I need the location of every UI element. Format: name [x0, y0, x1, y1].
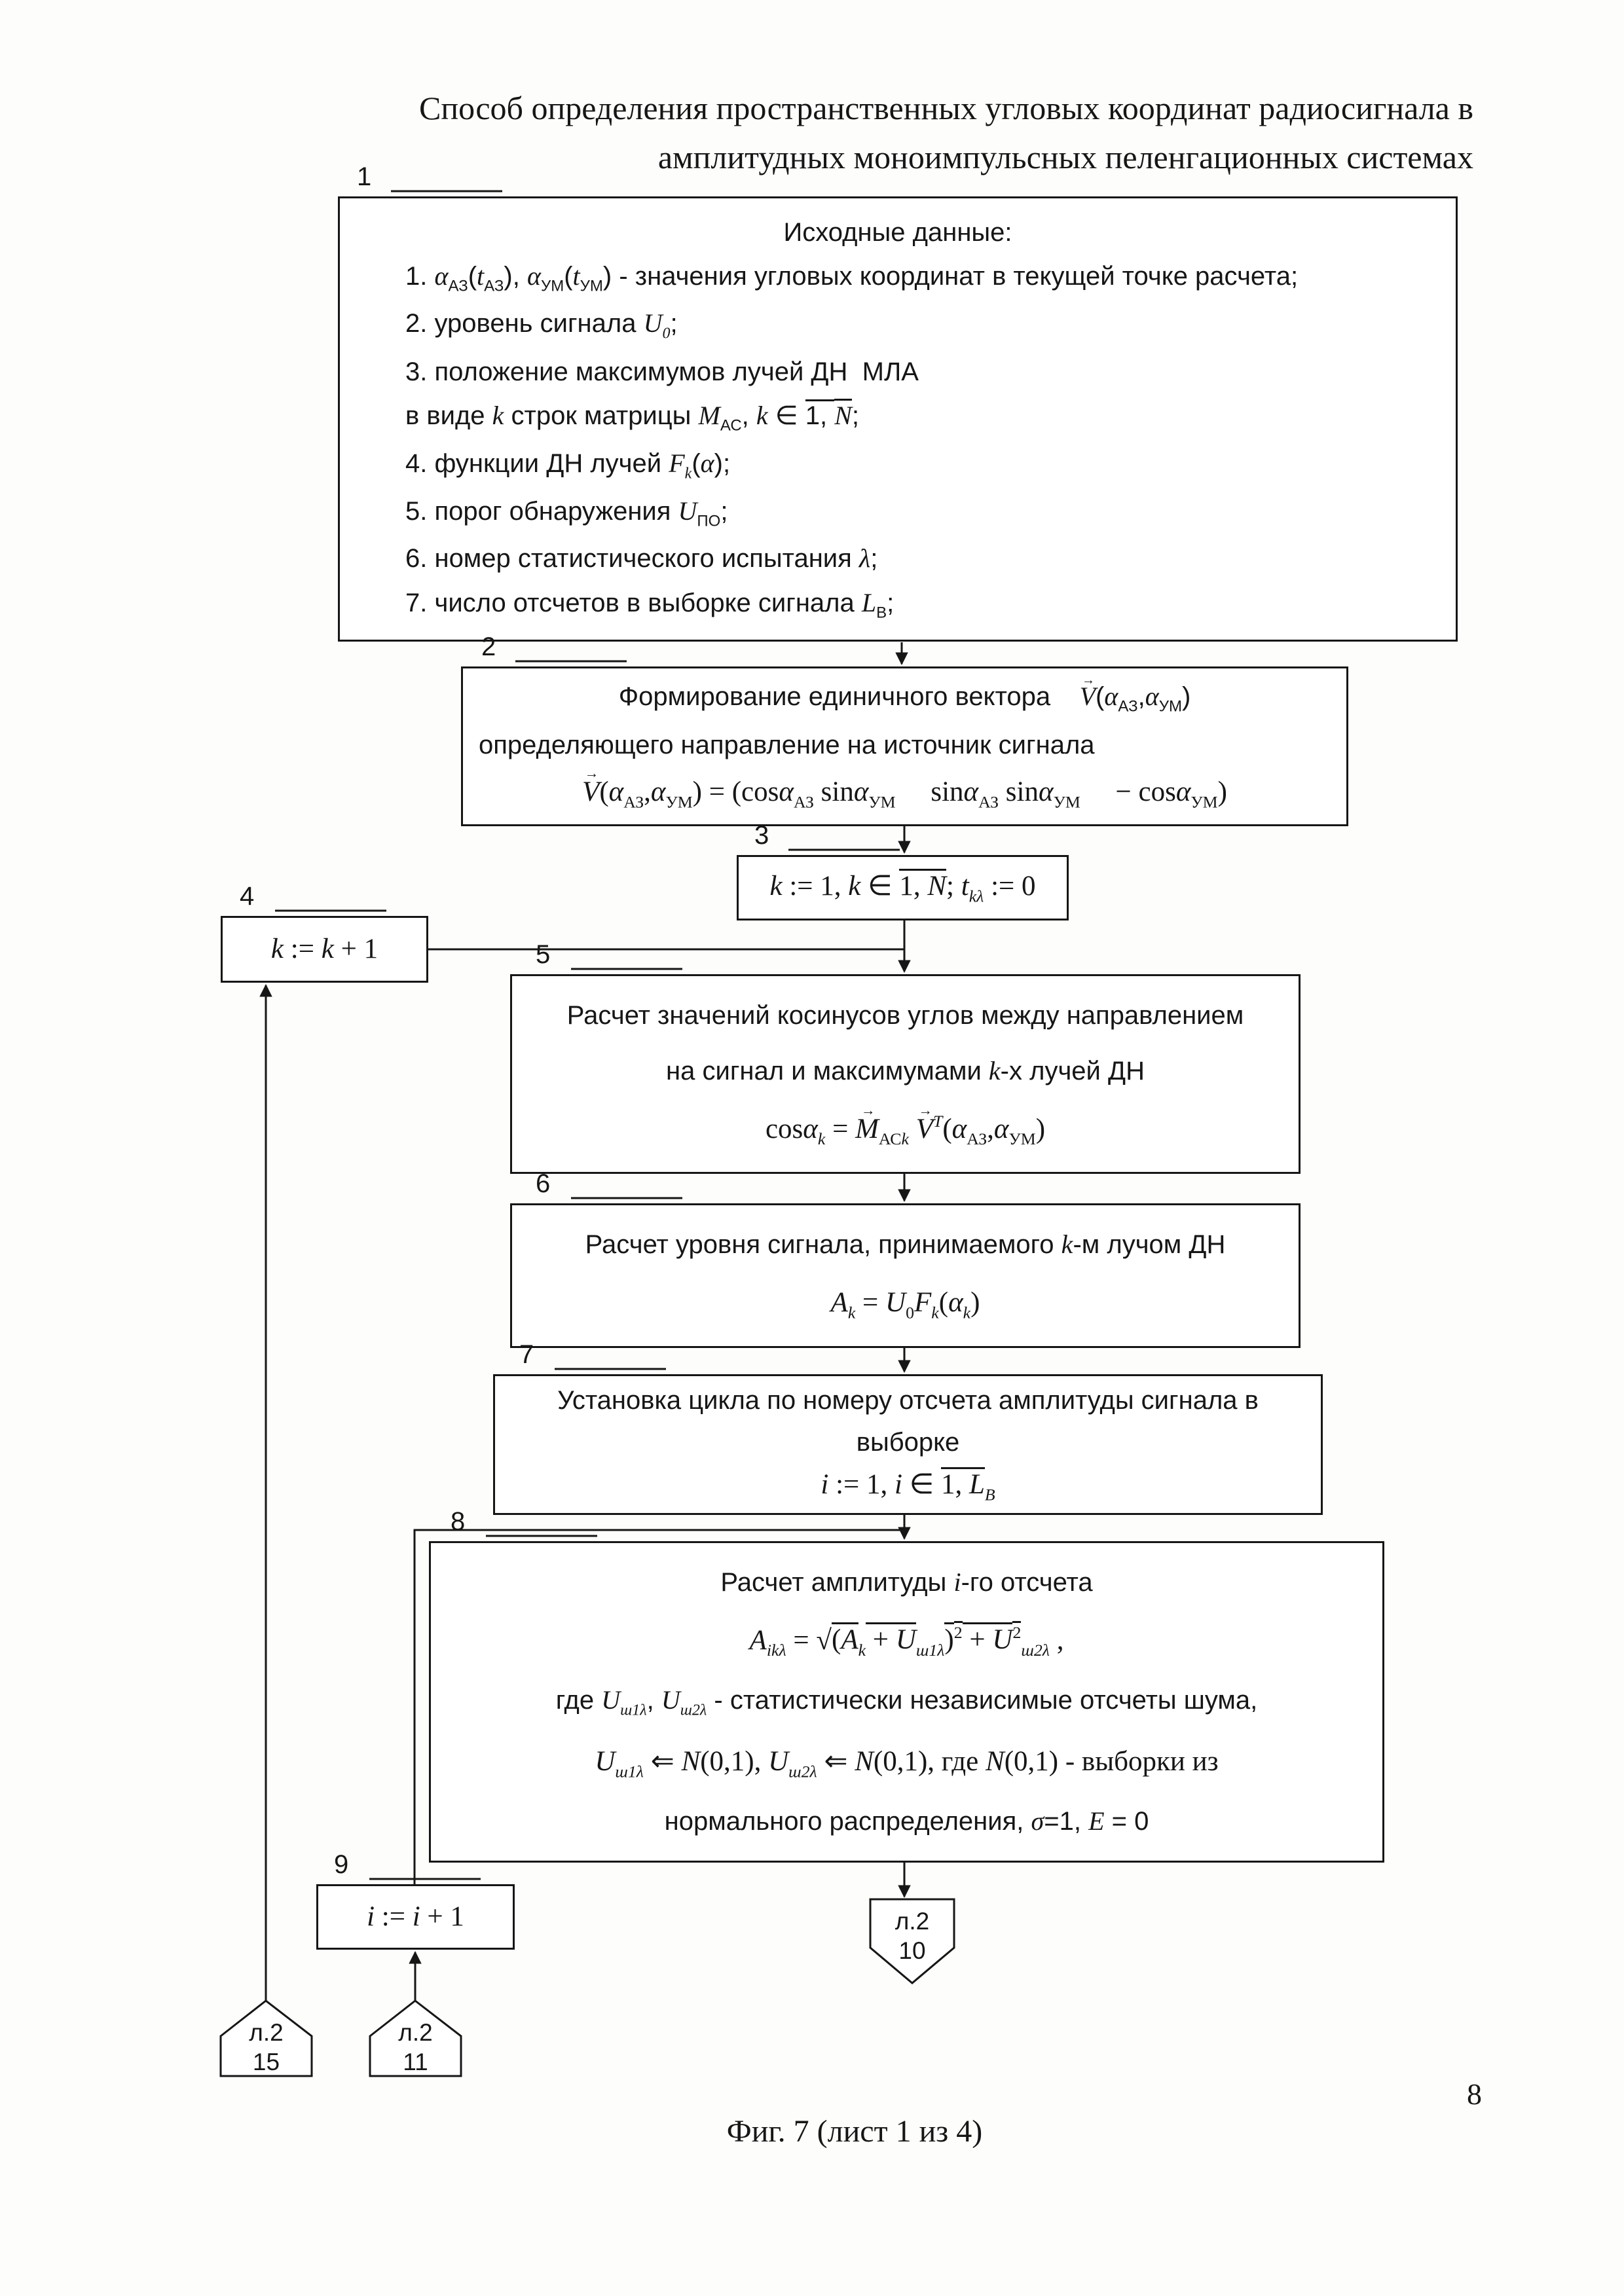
- block8-line-3: нормального распределения, σ=1, E = 0: [664, 1806, 1149, 1836]
- block-number-8: 8: [451, 1507, 466, 1536]
- block3-formula: k := 1, k ∈ 1, N; tkλ := 0: [739, 868, 1067, 907]
- connector-label-10: л.2 10: [870, 1906, 954, 1965]
- block2-line-1: Формирование единичного вектора V(αАЗ,αУ…: [463, 680, 1346, 717]
- block8-formula: Aikλ = √(Ak + Uш1λ)2 + U2ш2λ ,: [431, 1620, 1382, 1662]
- block4-formula: k := k + 1: [270, 934, 378, 965]
- block7-formula: i := 1, i ∈ 1, LВ: [495, 1467, 1321, 1506]
- block8-title: Расчет амплитуды i-го отсчета: [720, 1567, 1093, 1597]
- block-number-6: 6: [536, 1169, 551, 1198]
- block1-heading: Исходные данные:: [783, 217, 1012, 247]
- offpage-connector-10: [869, 1898, 955, 1984]
- page-number: 8: [1467, 2077, 1482, 2111]
- block-number-4: 4: [240, 882, 255, 911]
- connector-label-15: л.2 15: [221, 2018, 312, 2077]
- block8-line-1: где Uш1λ, Uш2λ - статистически независим…: [555, 1685, 1258, 1719]
- figure-caption: Фиг. 7 (лист 1 из 4): [726, 2114, 983, 2149]
- block-number-1: 1: [357, 162, 372, 191]
- offpage-connector-11: [369, 1999, 462, 2077]
- figure-title-line2: амплитудных моноимпульсных пеленгационны…: [657, 139, 1473, 175]
- offpage-connector-15: [219, 1999, 313, 2077]
- block1-item-1: 1. αАЗ(tАЗ), αУМ(tУМ) - значения угловых…: [405, 261, 1299, 295]
- connector-11-sheet: л.2: [398, 2019, 433, 2046]
- block1-item-4: 4. функции ДН лучей Fk(α);: [405, 448, 731, 483]
- connector-label-11: л.2 11: [370, 2018, 461, 2077]
- block1-item-3: 3. положение максимумов лучей ДН МЛА: [405, 357, 919, 386]
- flow-block-cosines-calc: Расчет значений косинусов углов между на…: [510, 974, 1301, 1174]
- block5-line-1: Расчет значений косинусов углов между на…: [566, 1000, 1244, 1030]
- block1-item-6: 6. номер статистического испытания λ;: [405, 543, 878, 574]
- block-number-7: 7: [519, 1340, 534, 1369]
- connector-10-number: 10: [898, 1937, 926, 1965]
- block5-formula: cosαk = MАСk VT(αАЗ,αУМ): [512, 1110, 1299, 1150]
- flow-block-sample-cycle-setup: Установка цикла по номеру отсчета амплит…: [493, 1374, 1323, 1515]
- flow-block-init-k: k := 1, k ∈ 1, N; tkλ := 0: [737, 855, 1069, 920]
- flow-block-form-unit-vector: Формирование единичного вектора V(αАЗ,αУ…: [461, 666, 1348, 826]
- block5-line-2: на сигнал и максимумами k-х лучей ДН: [666, 1056, 1145, 1086]
- figure-title-line1: Способ определения пространственных угло…: [419, 90, 1473, 126]
- block8-line-2: Uш1λ ⇐ N(0,1), Uш2λ ⇐ N(0,1), где N(0,1)…: [595, 1745, 1219, 1781]
- flow-block-increment-i: i := i + 1: [316, 1884, 515, 1950]
- block-number-5: 5: [536, 940, 551, 969]
- flow-block-signal-level-calc: Расчет уровня сигнала, принимаемого k-м …: [510, 1203, 1301, 1348]
- flow-block-amplitude-calc: Расчет амплитуды i-го отсчета Aikλ = √(A…: [429, 1541, 1384, 1863]
- block-number-2: 2: [481, 632, 496, 661]
- block1-item-5: 5. порог обнаружения UПО;: [405, 496, 728, 530]
- block7-line-2: выборке: [856, 1427, 960, 1457]
- block1-item-2: 2. уровень сигнала U0;: [405, 308, 678, 342]
- block9-formula: i := i + 1: [367, 1901, 464, 1933]
- block2-formula: V(αАЗ,αУМ) = (cosαАЗ sinαУМ sinαАЗ sinαУ…: [463, 774, 1346, 813]
- block2-line-2: определяющего направление на источник си…: [479, 731, 1095, 760]
- block1-item-3b: в виде k строк матрицы MАС, k ∈ 1, N;: [360, 399, 1436, 436]
- connector-10-sheet: л.2: [895, 1908, 930, 1935]
- flow-block-increment-k: k := k + 1: [221, 916, 428, 983]
- block6-line-1: Расчет уровня сигнала, принимаемого k-м …: [585, 1230, 1226, 1260]
- block6-formula: Ak = U0Fk(αk): [830, 1286, 980, 1322]
- line-b9-loop: [413, 1529, 904, 1884]
- figure-title: Способ определения пространственных угло…: [229, 84, 1473, 182]
- connector-15-sheet: л.2: [249, 2019, 284, 2046]
- block7-line-1: Установка цикла по номеру отсчета амплит…: [557, 1386, 1259, 1415]
- connector-11-number: 11: [403, 2049, 428, 2076]
- connector-15-number: 15: [252, 2049, 280, 2076]
- block-number-3: 3: [754, 821, 769, 850]
- flow-block-initial-data: Исходные данные: 1. αАЗ(tАЗ), αУМ(tУМ) -…: [338, 196, 1458, 642]
- block1-item-7: 7. число отсчетов в выборке сигнала LВ;: [405, 587, 895, 622]
- block-number-9: 9: [334, 1850, 349, 1879]
